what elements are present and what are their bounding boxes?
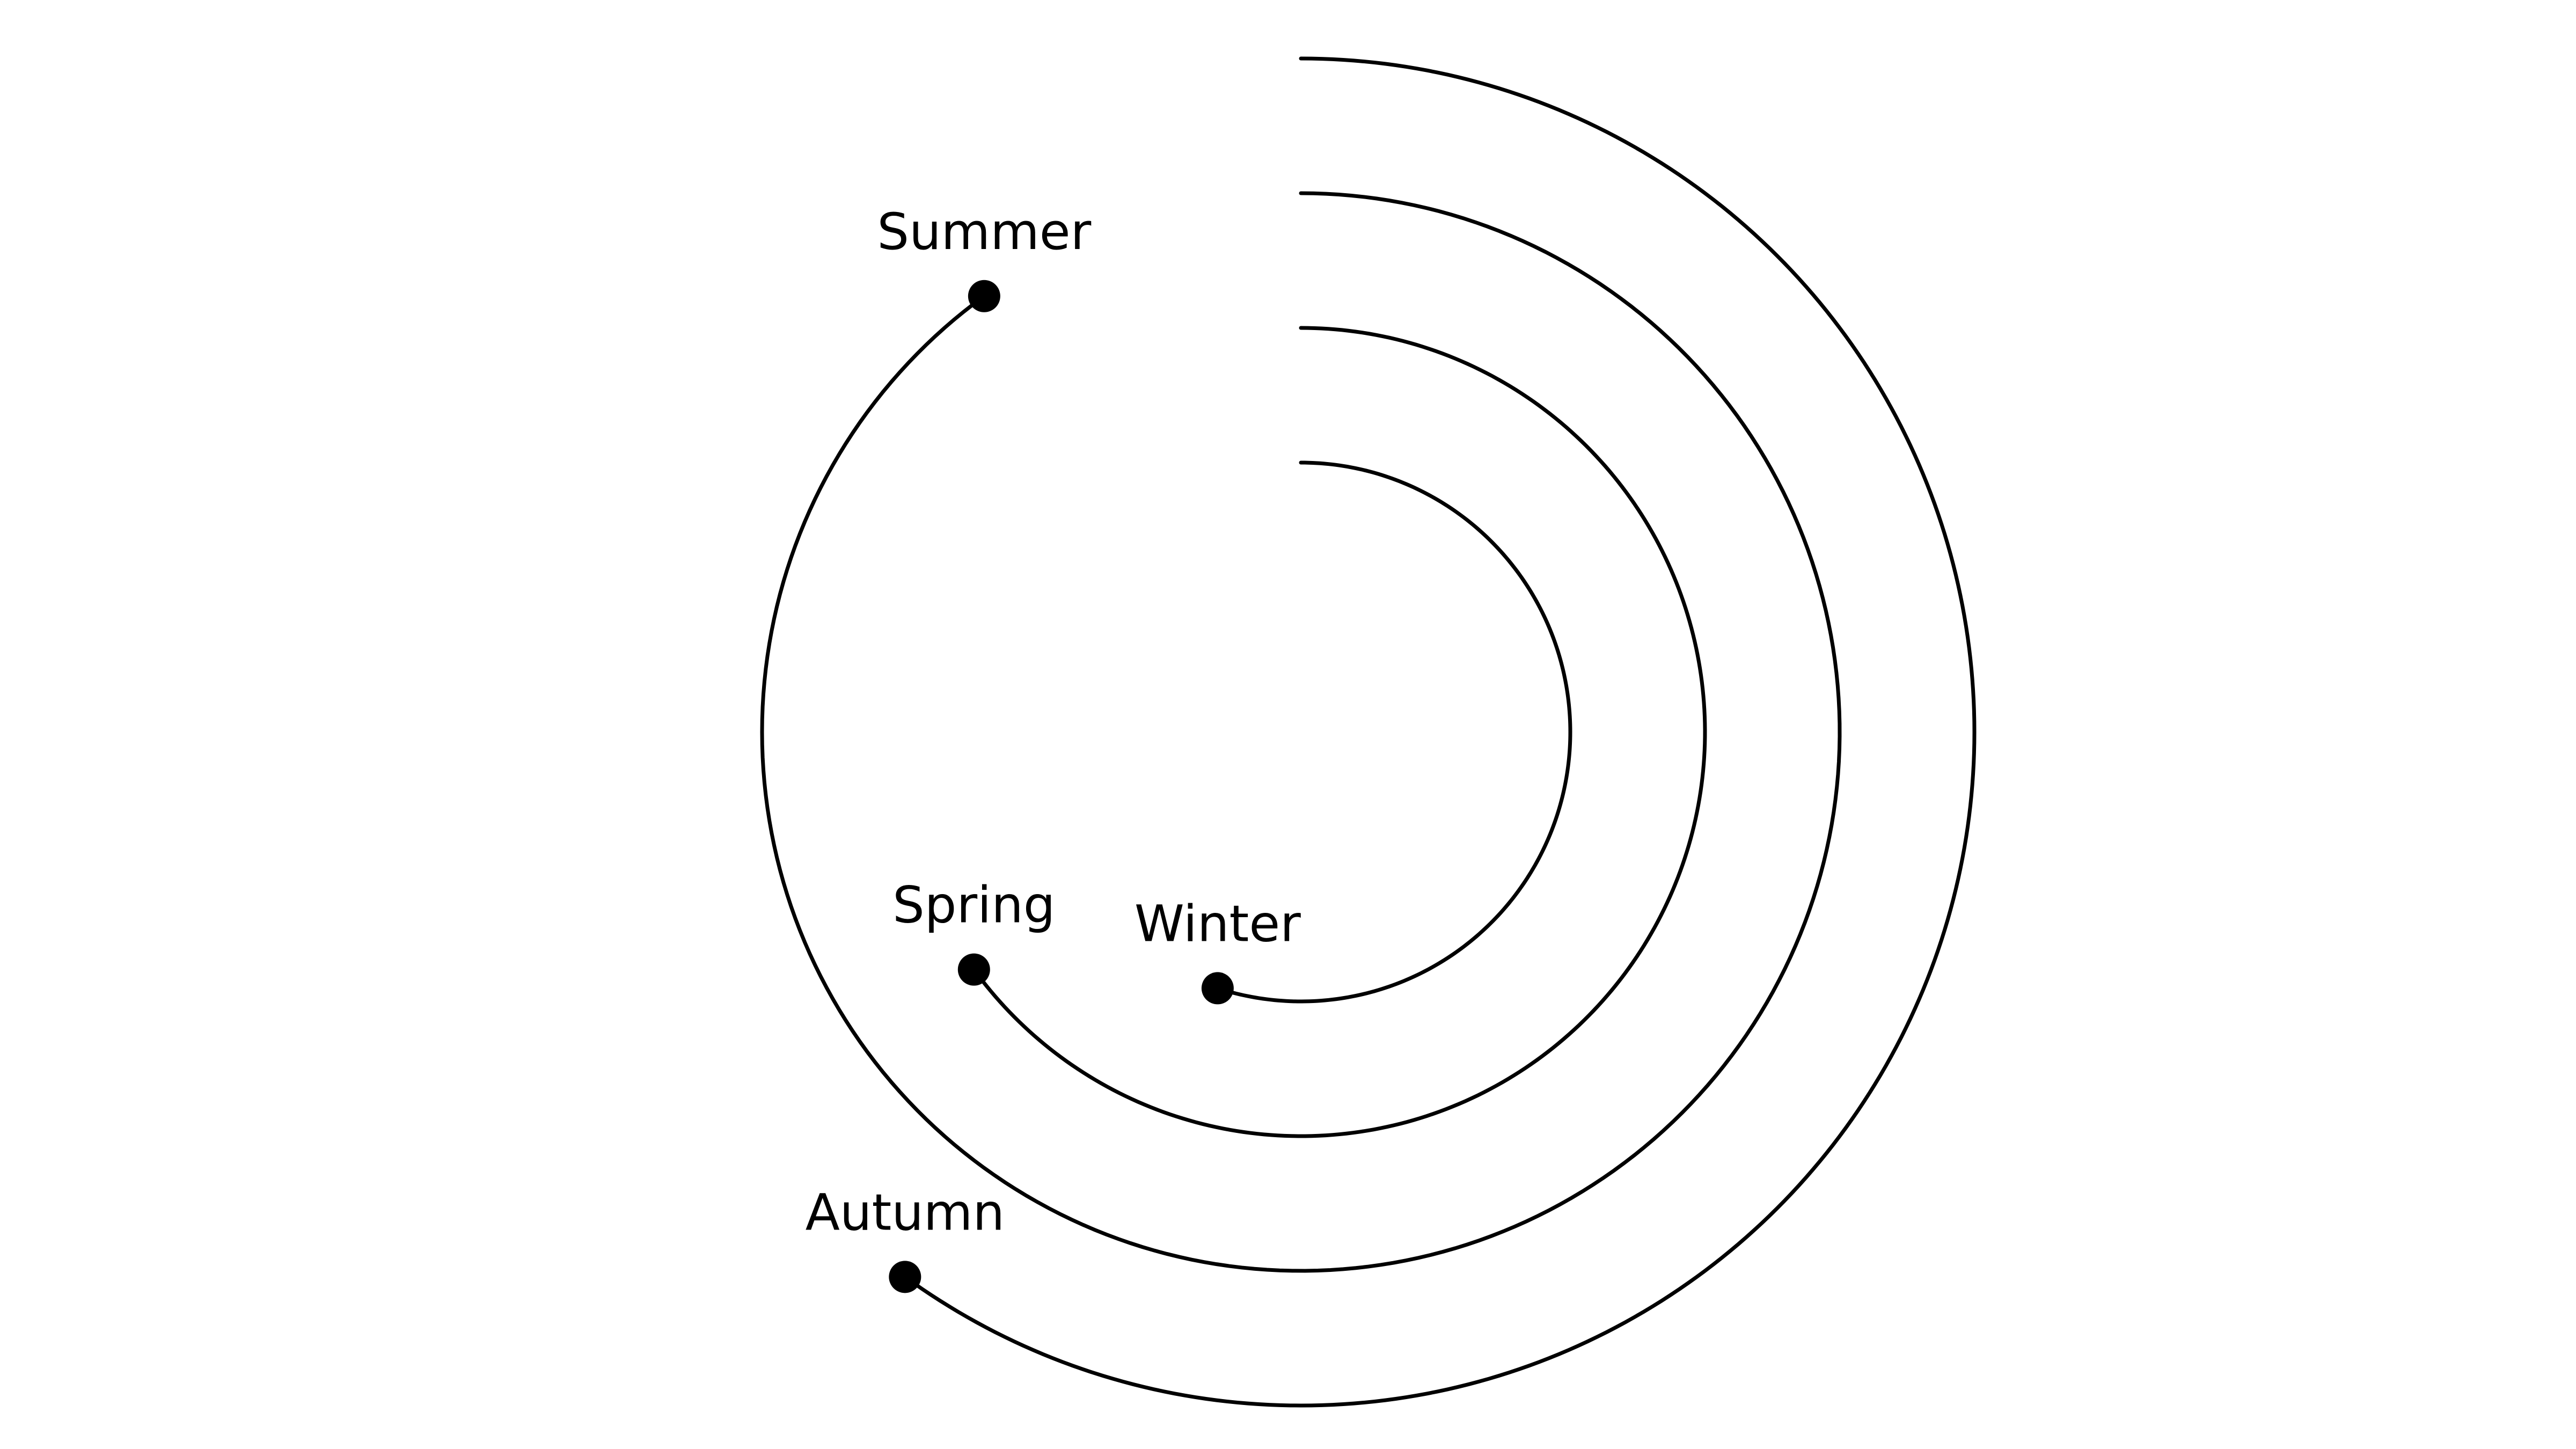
end-dot-summer <box>968 280 1000 312</box>
label-spring: Spring <box>892 876 1055 935</box>
arc-autumn <box>903 56 1977 1408</box>
arc-winter <box>1216 460 1572 1004</box>
label-summer: Summer <box>877 203 1091 261</box>
arc-spring <box>972 326 1707 1138</box>
end-dot-autumn <box>889 1261 921 1293</box>
label-winter: Winter <box>1135 895 1301 953</box>
arc-summer <box>760 191 1842 1273</box>
end-dot-spring <box>957 953 990 986</box>
label-autumn: Autumn <box>806 1183 1005 1242</box>
end-dot-winter <box>1201 972 1234 1005</box>
